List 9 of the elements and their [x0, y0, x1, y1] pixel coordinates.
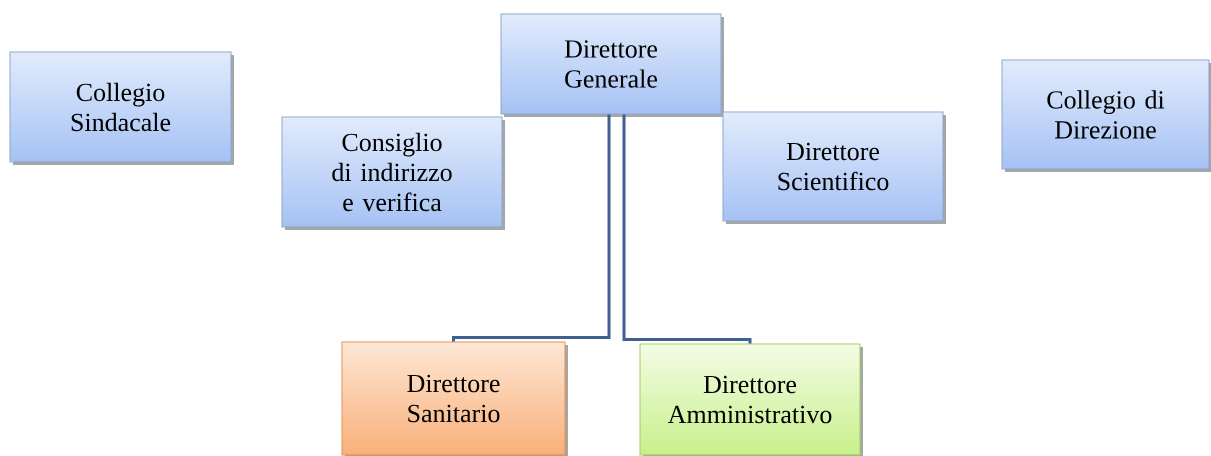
box: Direttore Amministrativo: [639, 343, 863, 456]
box: Collegio di Direzione: [1001, 59, 1211, 172]
connector: [452, 114, 611, 342]
box: Direttore Scientifico: [722, 111, 946, 224]
box: Direttore Generale: [500, 13, 724, 117]
box: Direttore Sanitario: [341, 341, 568, 456]
connector: [622, 114, 752, 344]
box: Collegio Sindacale: [9, 51, 234, 165]
box: Consiglio di indirizzo e verifica: [281, 116, 505, 230]
